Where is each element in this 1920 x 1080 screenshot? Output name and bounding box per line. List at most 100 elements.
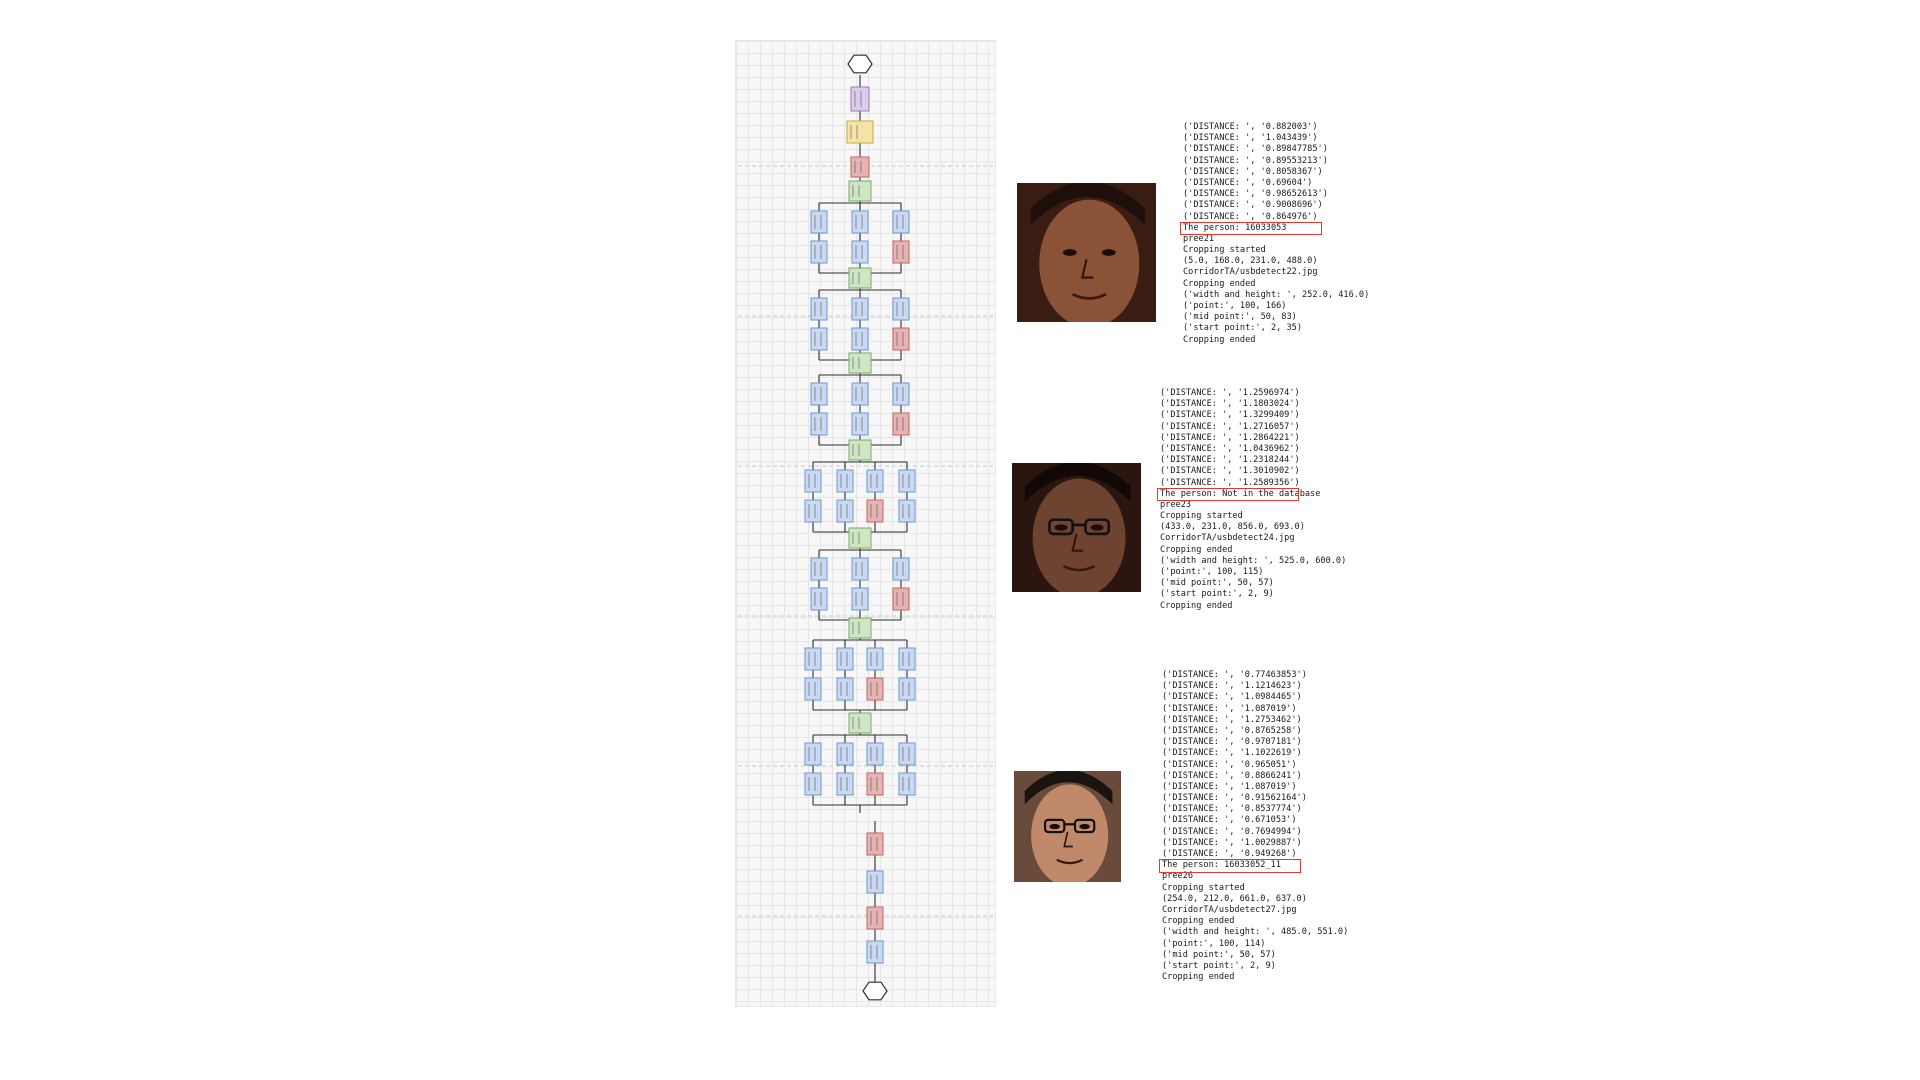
conv-node [898, 469, 916, 493]
log-line: ('width and height: ', 252.0, 416.0) [1183, 289, 1370, 300]
pool-node [866, 772, 884, 796]
conv-node [892, 382, 910, 406]
pool-node [892, 412, 910, 436]
log-line: Cropping ended [1160, 600, 1233, 611]
conv-node [804, 469, 822, 493]
hair [1024, 463, 1131, 502]
log-line: ('start point:', 2, 35) [1183, 323, 1302, 334]
conv-node [866, 647, 884, 671]
log-line: CorridorTA/usbdetect27.jpg [1162, 904, 1297, 915]
log-line: ('DISTANCE: ', '1.2864221') [1160, 432, 1300, 443]
log-line: ('start point:', 2, 9) [1160, 589, 1274, 600]
log-line: ('DISTANCE: ', '1.043439') [1183, 133, 1318, 144]
conv-node [851, 240, 869, 264]
conv-node [836, 772, 854, 796]
log-line: ('start point:', 2, 9) [1162, 960, 1276, 971]
left-eye [1062, 249, 1077, 256]
concat-node [848, 439, 872, 461]
log-line: ('DISTANCE: ', '0.7694994') [1162, 826, 1302, 837]
start-node [847, 54, 873, 74]
pool-node [892, 587, 910, 611]
log-line: (254.0, 212.0, 661.0, 637.0) [1162, 893, 1307, 904]
conv-node [810, 412, 828, 436]
log-line: ('DISTANCE: ', '1.087019') [1162, 781, 1297, 792]
face-skin [1039, 199, 1140, 322]
conv-node [851, 412, 869, 436]
log-line: ('DISTANCE: ', '0.89847785') [1183, 144, 1328, 155]
log-line: ('DISTANCE: ', '1.2589356') [1160, 477, 1300, 488]
conv-node [851, 327, 869, 351]
conv-node [810, 382, 828, 406]
result-highlight-box [1180, 221, 1322, 235]
conv-node [851, 210, 869, 234]
conv-node [810, 210, 828, 234]
log-line: ('DISTANCE: ', '1.087019') [1162, 703, 1297, 714]
log-line: ('DISTANCE: ', '0.8058367') [1183, 166, 1323, 177]
left-eye [1054, 524, 1068, 531]
concat-node [848, 617, 872, 639]
conv-node [836, 742, 854, 766]
log-line: pree23 [1160, 499, 1192, 510]
log-line: (5.0, 168.0, 231.0, 488.0) [1183, 256, 1318, 267]
log-line: Cropping ended [1160, 544, 1233, 555]
log-line: ('DISTANCE: ', '1.1214623') [1162, 681, 1302, 692]
log-line: ('DISTANCE: ', '0.89553213') [1183, 155, 1328, 166]
glasses-right-lens [1073, 818, 1096, 834]
log-line: ('DISTANCE: ', '1.1803024') [1160, 399, 1300, 410]
log-line: Cropping started [1183, 245, 1266, 256]
log-line: ('DISTANCE: ', '1.2318244') [1160, 455, 1300, 466]
right-eye [1101, 249, 1116, 256]
log-line: ('DISTANCE: ', '0.864976') [1183, 211, 1318, 222]
conv-node [866, 940, 884, 964]
conv-node [810, 587, 828, 611]
left-eye [1049, 823, 1061, 830]
conv-node [898, 772, 916, 796]
log-line: ('DISTANCE: ', '1.2716057') [1160, 421, 1300, 432]
log-line: ('DISTANCE: ', '0.98652613') [1183, 189, 1328, 200]
log-line: ('width and height: ', 485.0, 551.0) [1162, 927, 1349, 938]
conv-node [892, 210, 910, 234]
log-line: ('DISTANCE: ', '1.1022619') [1162, 748, 1302, 759]
log-line: Cropping started [1162, 882, 1245, 893]
result-highlight-box [1159, 859, 1301, 873]
log-line: ('DISTANCE: ', '0.8537774') [1162, 804, 1302, 815]
log-line: ('mid point:', 50, 83) [1183, 312, 1297, 323]
concat-node [848, 267, 872, 289]
log-line: ('DISTANCE: ', '1.3010902') [1160, 466, 1300, 477]
face-skin [1032, 478, 1126, 592]
conv-node [892, 557, 910, 581]
log-line: ('DISTANCE: ', '1.2753462') [1162, 714, 1302, 725]
log-line: ('width and height: ', 525.0, 600.0) [1160, 555, 1347, 566]
conv-node [892, 297, 910, 321]
log-line: ('point:', 100, 115) [1160, 567, 1264, 577]
recognition-log-1: ('DISTANCE: ', '0.882003')('DISTANCE: ',… [1183, 122, 1369, 346]
conv-node [866, 870, 884, 894]
log-line: ('DISTANCE: ', '0.8866241') [1162, 770, 1302, 781]
pool-node [850, 156, 870, 178]
log-line: (433.0, 231.0, 856.0, 693.0) [1160, 522, 1305, 533]
conv-node [851, 557, 869, 581]
log-line: ('DISTANCE: ', '1.2596974') [1160, 388, 1300, 398]
conv-node [804, 677, 822, 701]
recognition-log-3: ('DISTANCE: ', '0.77463853')('DISTANCE: … [1162, 670, 1348, 983]
conv-node [810, 557, 828, 581]
end-node [862, 981, 888, 1001]
conv-node [810, 240, 828, 264]
log-line: ('DISTANCE: ', '0.69604') [1183, 177, 1313, 188]
hair [1030, 183, 1145, 225]
person-result-line: The person: 16033052_11 [1162, 860, 1281, 871]
glasses-left-lens [1043, 818, 1066, 834]
log-line: Cropping ended [1183, 334, 1256, 345]
log-line: Cropping ended [1162, 916, 1235, 927]
log-line: ('DISTANCE: ', '0.9707181') [1162, 737, 1302, 748]
conv-node [851, 382, 869, 406]
log-line: ('DISTANCE: ', '0.671053') [1162, 815, 1297, 826]
person-result-line: The person: Not in the database [1160, 488, 1321, 499]
log-line: ('DISTANCE: ', '0.9008696') [1183, 200, 1323, 211]
face-photo-2 [1012, 463, 1141, 592]
conv-node [898, 499, 916, 523]
conv-node [810, 327, 828, 351]
nose [1081, 259, 1094, 279]
normalization-node [846, 120, 874, 144]
inception-network-graph [738, 54, 993, 1001]
